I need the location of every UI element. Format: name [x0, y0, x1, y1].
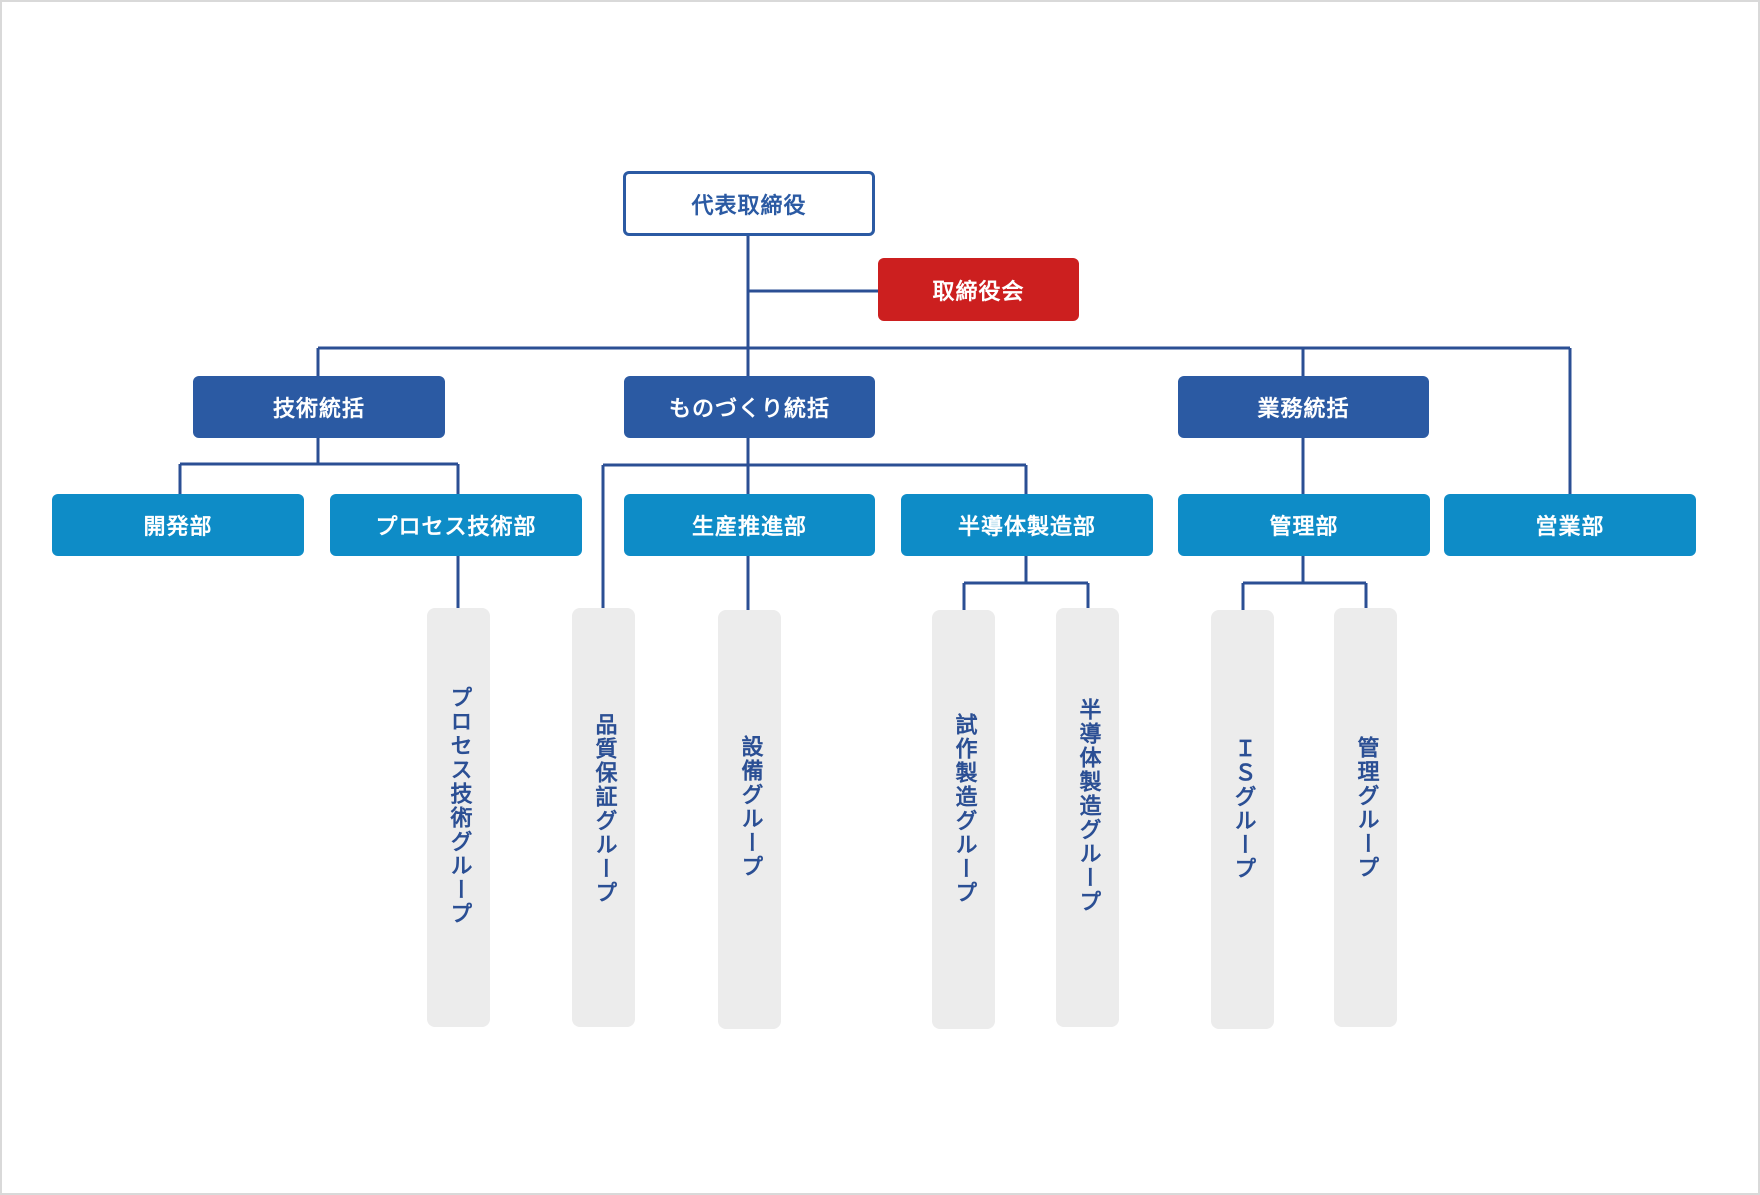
- dept-semiconductor-mfg: 半導体製造部: [901, 494, 1153, 556]
- ceo-label: 代表取締役: [691, 193, 807, 219]
- group-prototype-mfg-label: 試作製造グループ: [951, 713, 977, 905]
- dept-sales-label: 営業部: [1535, 515, 1605, 540]
- dept-development: 開発部: [52, 494, 304, 556]
- group-quality-assurance: 品質保証グループ: [572, 608, 635, 1027]
- group-administration: 管理グループ: [1334, 608, 1397, 1027]
- dept-process-tech-label: プロセス技術部: [375, 515, 537, 540]
- group-equipment-label: 設備グループ: [737, 735, 763, 879]
- division-manufacturing: ものづくり統括: [624, 376, 875, 438]
- dept-production-promotion-label: 生産推進部: [691, 515, 807, 540]
- group-process-tech-label: プロセス技術グループ: [446, 686, 472, 926]
- division-business: 業務統括: [1178, 376, 1429, 438]
- division-business-label: 業務統括: [1257, 397, 1350, 422]
- group-prototype-mfg: 試作製造グループ: [932, 610, 995, 1029]
- group-equipment: 設備グループ: [718, 610, 781, 1029]
- division-tech-label: 技術統括: [272, 397, 365, 422]
- group-semiconductor-mfg: 半導体製造グループ: [1056, 608, 1119, 1027]
- group-process-tech: プロセス技術グループ: [427, 608, 490, 1027]
- ceo-box: 代表取締役: [623, 171, 875, 236]
- dept-administration-label: 管理部: [1269, 515, 1339, 540]
- dept-sales: 営業部: [1444, 494, 1696, 556]
- dept-development-label: 開発部: [143, 515, 213, 540]
- group-is: ＩＳグループ: [1211, 610, 1274, 1029]
- dept-process-tech: プロセス技術部: [330, 494, 582, 556]
- board-box: 取締役会: [878, 258, 1079, 321]
- board-label: 取締役会: [932, 279, 1025, 305]
- division-tech: 技術統括: [193, 376, 445, 438]
- dept-production-promotion: 生産推進部: [624, 494, 875, 556]
- dept-semiconductor-mfg-label: 半導体製造部: [957, 515, 1096, 540]
- group-semiconductor-mfg-label: 半導体製造グループ: [1075, 698, 1101, 914]
- division-manufacturing-label: ものづくり統括: [668, 397, 830, 422]
- group-administration-label: 管理グループ: [1353, 736, 1379, 880]
- group-is-label: ＩＳグループ: [1230, 737, 1256, 881]
- group-quality-assurance-label: 品質保証グループ: [591, 713, 617, 905]
- dept-administration: 管理部: [1178, 494, 1430, 556]
